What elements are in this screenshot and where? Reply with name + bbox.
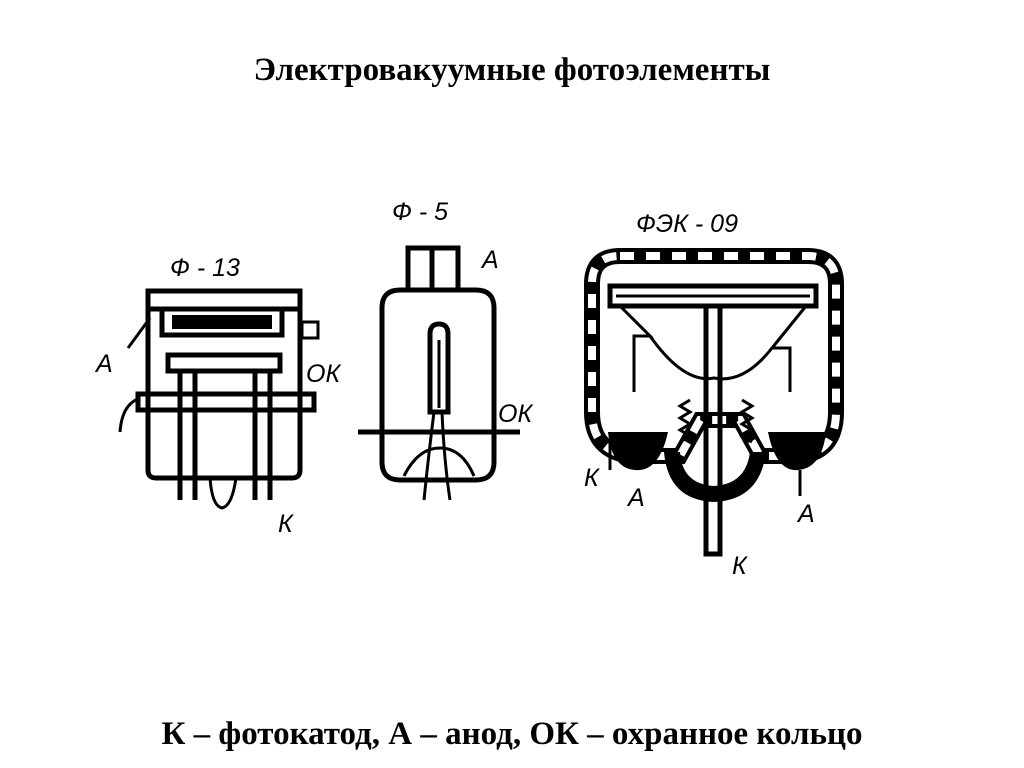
slide-title: Электровакуумные фотоэлементы: [253, 52, 771, 88]
fek09-bottom-cup: [664, 452, 766, 502]
f5-label-ok: ОК: [498, 400, 533, 428]
f5-bulb: [379, 287, 497, 483]
f13-anode-lead: [118, 396, 141, 433]
legend-caption: К – фотокатод, А – анод, ОК – охранное к…: [161, 716, 863, 752]
f13-anode-plate: [159, 306, 285, 338]
f13-anode-fill: [172, 315, 272, 329]
f5-electrode: [427, 321, 451, 415]
f13-side-tab: [300, 320, 320, 340]
f5-name-label: Ф - 5: [392, 198, 448, 226]
f13-label-a: А: [94, 350, 113, 378]
f13-label-k: К: [278, 510, 294, 538]
fek09-label-k1: К: [584, 464, 600, 492]
f13-loop: [208, 477, 238, 510]
f5-label-a: А: [480, 246, 499, 274]
fek09-spring-left: [677, 398, 693, 444]
fek09-funnel: [618, 304, 808, 392]
photocell-f5: Ф - 5 А ОК: [358, 198, 533, 501]
photocell-f13: Ф - 13 А ОК К: [94, 254, 341, 538]
fek09-shell-dashes: [588, 252, 840, 460]
fek09-name-label: ФЭК - 09: [636, 210, 738, 238]
f13-guard-ring: [135, 391, 317, 413]
fek09-stem: [703, 303, 723, 557]
fek09-label-a1: А: [626, 484, 645, 512]
fek09-funnel-bottom: [648, 335, 774, 381]
fek09-label-k2: К: [732, 552, 748, 580]
f13-top-plate: [145, 288, 303, 312]
fek09-right-cup: [768, 432, 826, 471]
f13-cathode-plate: [165, 352, 283, 374]
f5-lead: [422, 411, 436, 501]
f5-lead: [440, 411, 452, 501]
photocell-fek09: ФЭК - 09 К А А К: [584, 210, 844, 580]
f13-name-label: Ф - 13: [170, 254, 240, 282]
f13-anode-pointer: [126, 317, 152, 349]
f5-base-arc: [402, 446, 476, 477]
fek09-left-cup: [608, 432, 668, 471]
fek09-label-a2: А: [796, 500, 815, 528]
f13-body: [145, 309, 303, 481]
fek09-spring-right: [739, 398, 755, 444]
f13-label-ok: ОК: [306, 360, 341, 388]
